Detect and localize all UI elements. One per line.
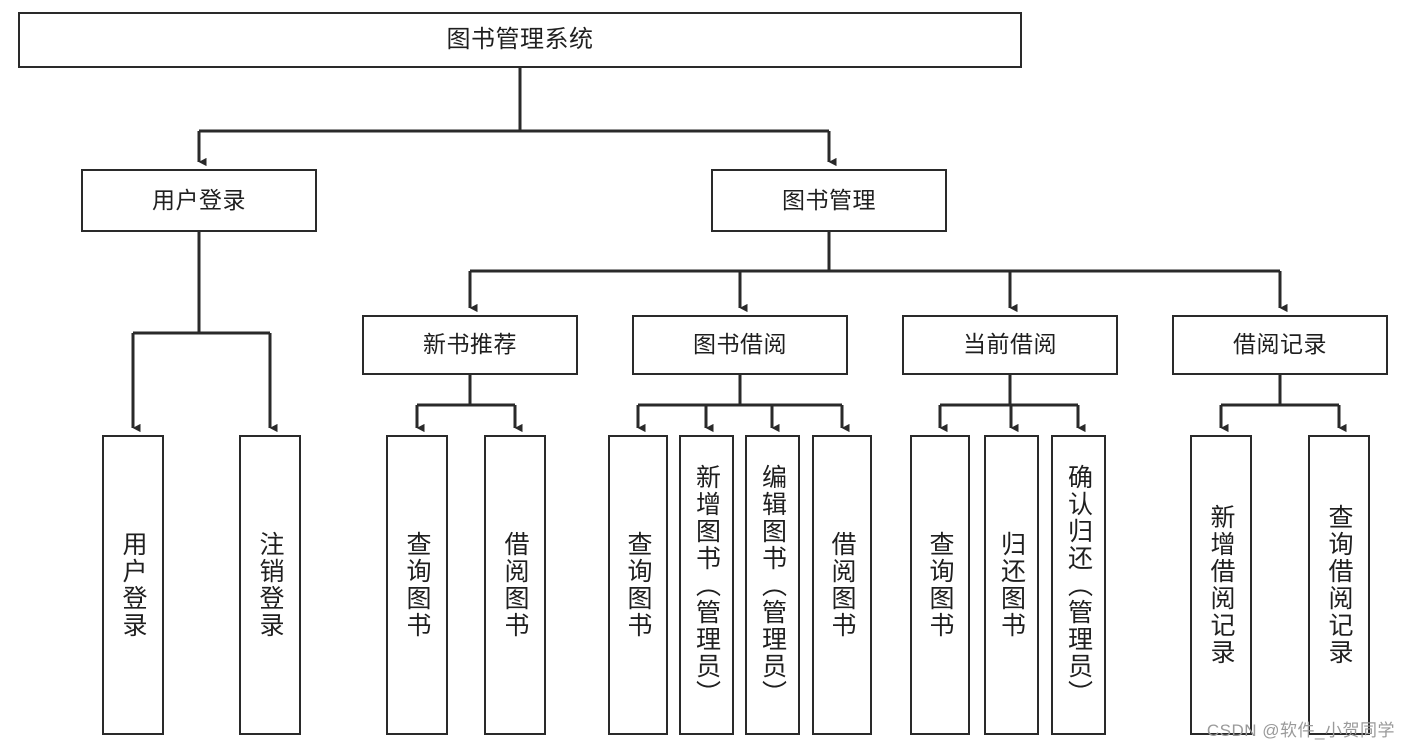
node-leaf-borrow-book[interactable]: 借阅图书 <box>812 435 872 735</box>
node-leaf-add-borrow-record-label: 新增借阅记录 <box>1207 504 1235 666</box>
node-leaf-query-book-borrow[interactable]: 查询图书 <box>608 435 668 735</box>
node-leaf-query-book-current-label: 查询图书 <box>926 531 954 639</box>
node-leaf-query-book-recommend[interactable]: 查询图书 <box>386 435 448 735</box>
node-new-book-recommend-label: 新书推荐 <box>423 331 517 358</box>
node-leaf-query-book-current[interactable]: 查询图书 <box>910 435 970 735</box>
node-leaf-user-login[interactable]: 用户登录 <box>102 435 164 735</box>
node-leaf-edit-book-label: 编辑图书（管理员） <box>758 463 787 707</box>
node-leaf-confirm-return[interactable]: 确认归还（管理员） <box>1051 435 1106 735</box>
node-leaf-user-login-label: 用户登录 <box>119 531 147 639</box>
node-leaf-logout[interactable]: 注销登录 <box>239 435 301 735</box>
node-book-borrow-label: 图书借阅 <box>693 331 787 358</box>
node-root-system-label: 图书管理系统 <box>446 25 594 53</box>
node-user-login[interactable]: 用户登录 <box>81 169 317 232</box>
csdn-watermark: CSDN @软件_小贺同学 <box>1206 721 1395 740</box>
node-leaf-query-borrow-record[interactable]: 查询借阅记录 <box>1308 435 1370 735</box>
node-leaf-edit-book[interactable]: 编辑图书（管理员） <box>745 435 800 735</box>
node-current-borrow-label: 当前借阅 <box>963 331 1057 358</box>
node-leaf-borrow-book-label: 借阅图书 <box>828 531 856 639</box>
node-borrow-record-label: 借阅记录 <box>1233 331 1327 358</box>
node-leaf-borrow-book-recommend[interactable]: 借阅图书 <box>484 435 546 735</box>
node-root-system[interactable]: 图书管理系统 <box>18 12 1022 68</box>
node-leaf-return-book[interactable]: 归还图书 <box>984 435 1039 735</box>
node-borrow-record[interactable]: 借阅记录 <box>1172 315 1388 375</box>
node-current-borrow[interactable]: 当前借阅 <box>902 315 1118 375</box>
node-leaf-borrow-book-recommend-label: 借阅图书 <box>501 531 529 639</box>
node-leaf-add-borrow-record[interactable]: 新增借阅记录 <box>1190 435 1252 735</box>
node-leaf-query-book-recommend-label: 查询图书 <box>403 531 431 639</box>
node-leaf-add-book-label: 新增图书（管理员） <box>692 463 721 707</box>
node-leaf-logout-label: 注销登录 <box>256 531 284 639</box>
node-leaf-return-book-label: 归还图书 <box>997 531 1026 639</box>
node-new-book-recommend[interactable]: 新书推荐 <box>362 315 578 375</box>
node-leaf-confirm-return-label: 确认归还（管理员） <box>1064 463 1093 707</box>
node-leaf-query-borrow-record-label: 查询借阅记录 <box>1325 504 1353 666</box>
node-book-manage[interactable]: 图书管理 <box>711 169 947 232</box>
node-book-manage-label: 图书管理 <box>782 186 876 213</box>
node-leaf-add-book[interactable]: 新增图书（管理员） <box>679 435 734 735</box>
node-leaf-query-book-borrow-label: 查询图书 <box>624 531 652 639</box>
node-book-borrow[interactable]: 图书借阅 <box>632 315 848 375</box>
node-user-login-label: 用户登录 <box>152 186 246 213</box>
